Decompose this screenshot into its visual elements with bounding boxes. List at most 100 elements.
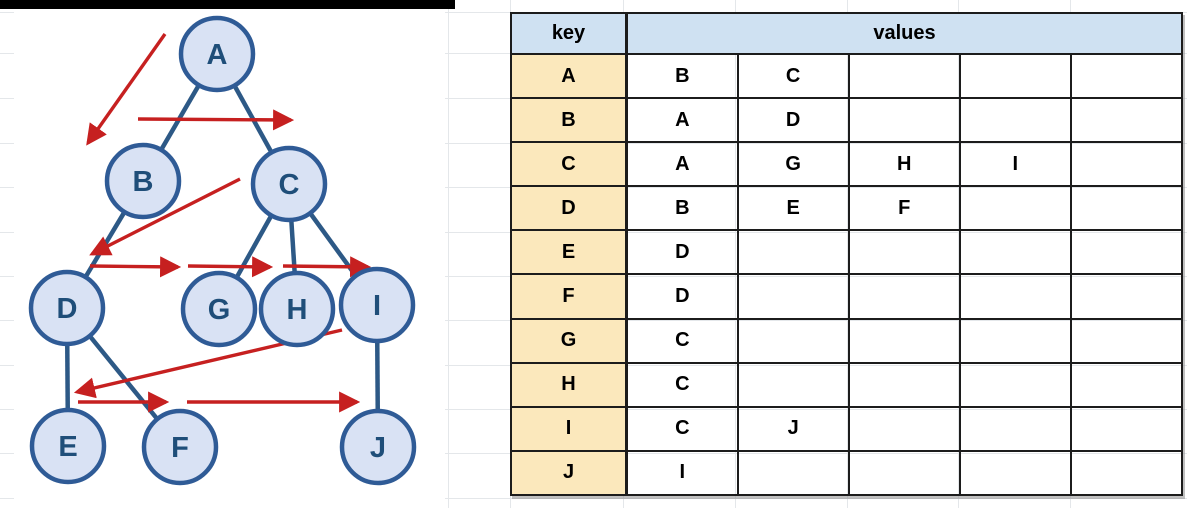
node-label: H (287, 294, 308, 326)
value-cell: J (736, 405, 850, 452)
value-cell (1069, 185, 1184, 232)
key-cell: B (510, 97, 628, 144)
value-cell (1069, 317, 1184, 364)
traversal-arrow-C-D (89, 177, 241, 256)
node-circle (258, 270, 336, 348)
traversal-arrow-A-B (86, 33, 167, 146)
value-cell: D (736, 97, 850, 144)
value-cell (1069, 361, 1184, 408)
value-cell (1069, 229, 1184, 276)
value-cell: E (736, 185, 850, 232)
node-circle (339, 408, 417, 486)
tree-node-E: E (29, 407, 107, 485)
gridline (448, 0, 449, 508)
key-cell: C (510, 141, 628, 188)
value-cell (847, 97, 961, 144)
tree-node-F: F (141, 408, 219, 486)
value-cell: B (625, 52, 739, 100)
traversal-arrow-D-G (89, 256, 182, 278)
value-cell: C (736, 52, 850, 100)
value-cell (958, 52, 1072, 100)
node-label: F (171, 432, 189, 464)
value-cell (736, 361, 850, 408)
node-circle (178, 15, 256, 93)
value-cell (958, 317, 1072, 364)
value-cell (958, 405, 1072, 452)
value-cell: F (847, 185, 961, 232)
value-cell: C (625, 405, 739, 452)
key-cell: G (510, 317, 628, 364)
tree-node-A: A (178, 15, 256, 93)
value-cell: G (736, 141, 850, 188)
value-cell: A (625, 141, 739, 188)
node-circle (180, 270, 258, 348)
graph-diagram-panel: A B C D G H I E F J (14, 9, 445, 500)
tree-node-J: J (339, 408, 417, 486)
gridline (0, 498, 1187, 499)
node-circle (104, 142, 182, 220)
values-header-cell: values (625, 12, 1183, 55)
value-cell (847, 317, 961, 364)
node-circle (338, 266, 416, 344)
node-circle (28, 269, 106, 347)
value-cell: H (847, 141, 961, 188)
value-cell (1069, 141, 1184, 188)
value-cell: C (625, 317, 739, 364)
value-cell (1069, 405, 1184, 452)
tree-node-I: I (338, 266, 416, 344)
value-cell (847, 361, 961, 408)
value-cell (736, 317, 850, 364)
node-label: C (279, 169, 300, 201)
value-cell (1069, 97, 1184, 144)
value-cell (1069, 52, 1184, 100)
node-label: D (57, 293, 78, 325)
key-cell: I (510, 405, 628, 452)
tree-node-D: D (28, 269, 106, 347)
value-cell (736, 449, 850, 497)
value-cell (958, 229, 1072, 276)
value-cell (736, 273, 850, 320)
node-label: G (208, 294, 231, 326)
value-cell: C (625, 361, 739, 408)
node-circle (250, 145, 328, 223)
key-cell: A (510, 52, 628, 100)
node-label: B (133, 166, 154, 198)
value-cell (847, 449, 961, 497)
node-label: I (373, 290, 381, 322)
value-cell (847, 405, 961, 452)
value-cell: I (958, 141, 1072, 188)
tree-node-G: G (180, 270, 258, 348)
tree-node-B: B (104, 142, 182, 220)
value-cell: A (625, 97, 739, 144)
value-cell (958, 97, 1072, 144)
tree-node-H: H (258, 270, 336, 348)
traversal-arrow-G-H (187, 256, 274, 278)
key-cell: H (510, 361, 628, 408)
value-cell: I (625, 449, 739, 497)
graph-diagram: A B C D G H I E F J (28, 15, 417, 486)
value-cell (1069, 449, 1184, 497)
node-label: A (207, 39, 228, 71)
traversal-arrow-B-C (137, 109, 295, 131)
node-label: E (58, 431, 77, 463)
node-circle (29, 407, 107, 485)
value-cell (958, 273, 1072, 320)
value-cell (847, 52, 961, 100)
value-cell: D (625, 273, 739, 320)
key-cell: D (510, 185, 628, 232)
value-cell (1069, 273, 1184, 320)
value-cell: D (625, 229, 739, 276)
key-cell: J (510, 449, 628, 497)
node-label: J (370, 432, 386, 464)
